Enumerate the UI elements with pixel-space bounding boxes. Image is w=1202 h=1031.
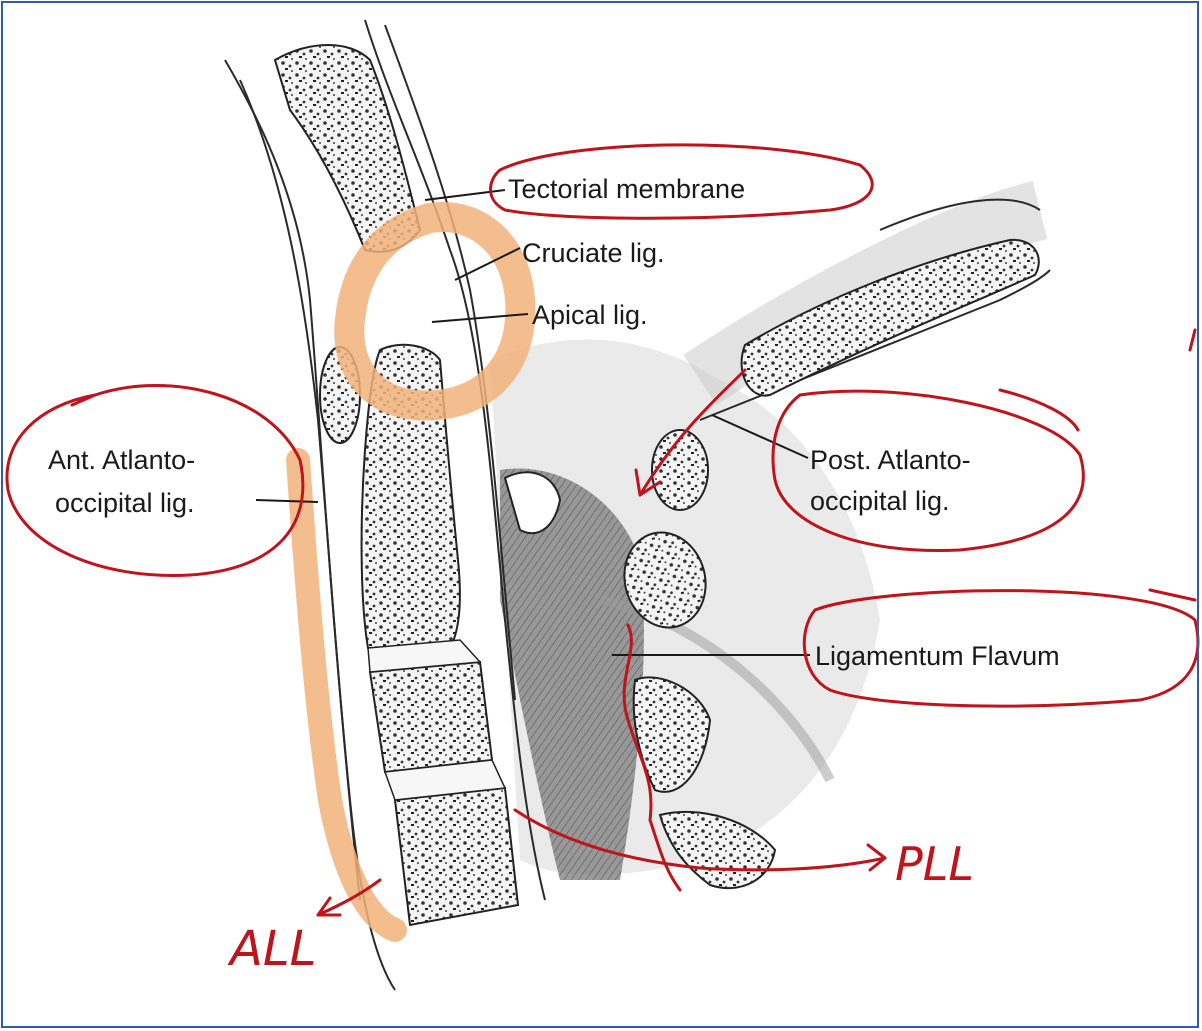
label-apical-lig: Apical lig.: [532, 300, 648, 330]
arrow-top-right: [1190, 330, 1195, 350]
handwritten-pll: PLL: [895, 837, 974, 891]
label-ligamentum-flavum: Ligamentum Flavum: [815, 641, 1060, 671]
atlas-posterior-arch: [652, 430, 708, 510]
circle-ant-atlanto: [7, 385, 303, 575]
label-post-atlanto-line1: Post. Atlanto-: [810, 445, 971, 475]
handwritten-all: ALL: [227, 921, 316, 977]
label-ant-atlanto-line2: occipital lig.: [55, 488, 195, 518]
vertebral-body-c4: [395, 788, 518, 925]
label-cruciate-lig: Cruciate lig.: [522, 238, 665, 268]
label-tectorial-membrane: Tectorial membrane: [508, 174, 745, 204]
label-ant-atlanto-line1: Ant. Atlanto-: [48, 445, 195, 475]
label-post-atlanto-line2: occipital lig.: [810, 486, 950, 516]
vertebral-body-c3: [370, 662, 492, 772]
